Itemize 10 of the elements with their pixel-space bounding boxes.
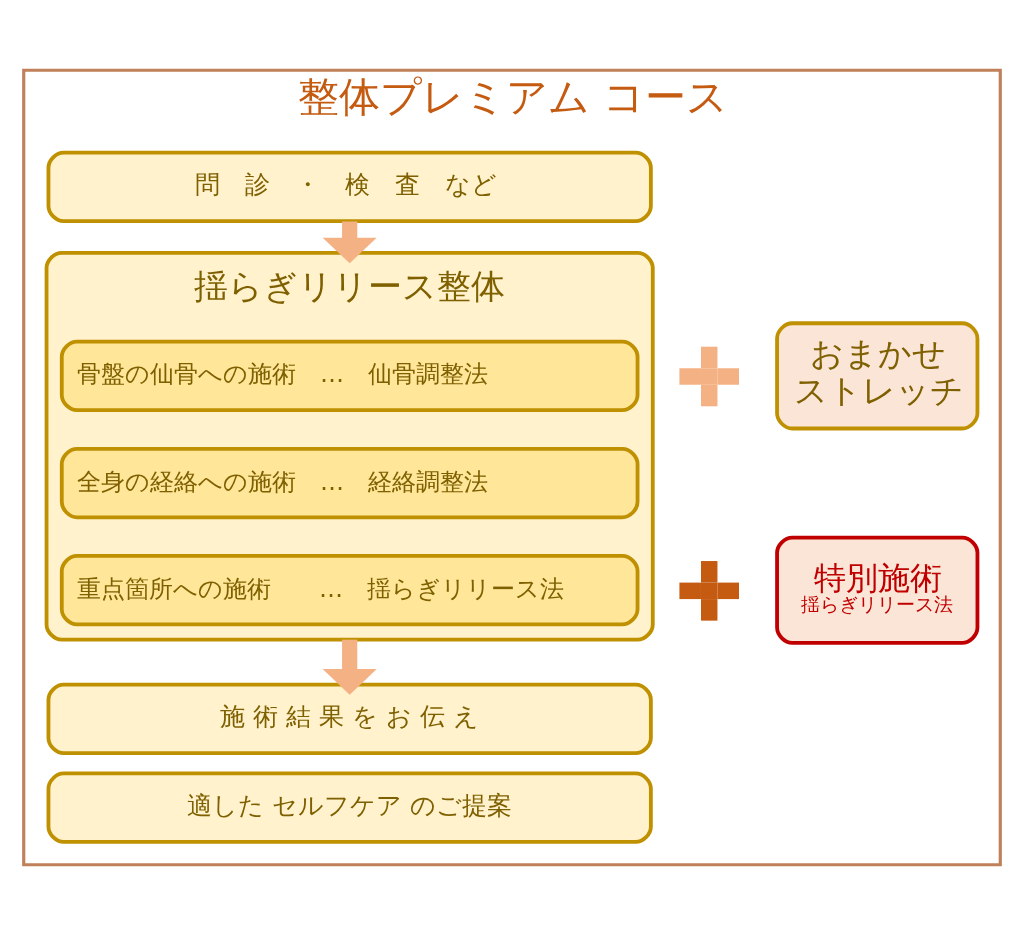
arrow (322, 221, 377, 264)
node-box: 重点箇所への施術 … 揺らぎリリース法 (59, 554, 640, 627)
node-box: おまかせストレッチ (775, 321, 980, 431)
node-box: 全身の経絡への施術 … 経絡調整法 (59, 446, 640, 520)
node-box: 適した セルフケア のご提案 (46, 771, 653, 844)
node-box: 特別施術 揺らぎリリース法 (775, 535, 980, 645)
arrow (322, 639, 377, 695)
node-box: 骨盤の仙骨への施術 … 仙骨調整法 (59, 339, 640, 412)
node-box: 問 診 ・ 検 査 など (46, 150, 653, 224)
node-box: 施 術 結 果 を お 伝 え (46, 682, 653, 756)
